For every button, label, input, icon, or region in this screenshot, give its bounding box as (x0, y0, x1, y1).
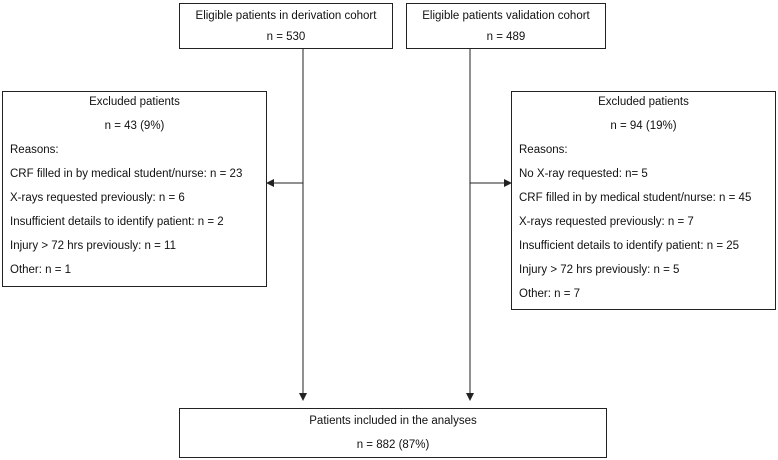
excluded-validation-reason: Insufficient details to identify patient… (519, 240, 740, 252)
excluded-validation-box: Excluded patients n = 94 (19%) Reasons: … (511, 91, 776, 310)
excluded-derivation-reason: Injury > 72 hrs previously: n = 11 (10, 240, 176, 252)
excluded-derivation-reason: Insufficient details to identify patient… (10, 216, 224, 228)
excluded-derivation-box: Excluded patients n = 43 (9%) Reasons: C… (2, 91, 267, 287)
included-patients-box: Patients included in the analyses n = 88… (179, 408, 607, 458)
derivation-cohort-box: Eligible patients in derivation cohort n… (179, 3, 393, 49)
included-patients-count: n = 882 (87%) (356, 439, 430, 451)
excluded-derivation-reasons-label: Reasons: (10, 144, 59, 156)
validation-cohort-box: Eligible patients validation cohort n = … (406, 3, 606, 49)
validation-cohort-title: Eligible patients validation cohort (422, 10, 590, 22)
excluded-derivation-count: n = 43 (9%) (104, 120, 165, 132)
excluded-derivation-title: Excluded patients (89, 96, 180, 108)
included-patients-title: Patients included in the analyses (309, 415, 477, 427)
excluded-derivation-reason: Other: n = 1 (10, 264, 72, 276)
excluded-derivation-reason: X-rays requested previously: n = 6 (10, 192, 185, 204)
excluded-validation-count: n = 94 (19%) (610, 120, 677, 132)
excluded-derivation-reason: CRF filled in by medical student/nurse: … (10, 168, 243, 180)
excluded-validation-title: Excluded patients (598, 96, 689, 108)
excluded-validation-reasons-label: Reasons: (519, 144, 568, 156)
excluded-validation-reason: Injury > 72 hrs previously: n = 5 (519, 264, 680, 276)
excluded-validation-reason: No X-ray requested: n= 5 (519, 168, 648, 180)
validation-cohort-count: n = 489 (486, 31, 526, 43)
derivation-cohort-title: Eligible patients in derivation cohort (195, 10, 377, 22)
derivation-cohort-count: n = 530 (266, 31, 306, 43)
excluded-validation-reason: CRF filled in by medical student/nurse: … (519, 192, 752, 204)
excluded-validation-reason: Other: n = 7 (519, 288, 581, 300)
excluded-validation-reason: X-rays requested previously: n = 7 (519, 216, 694, 228)
